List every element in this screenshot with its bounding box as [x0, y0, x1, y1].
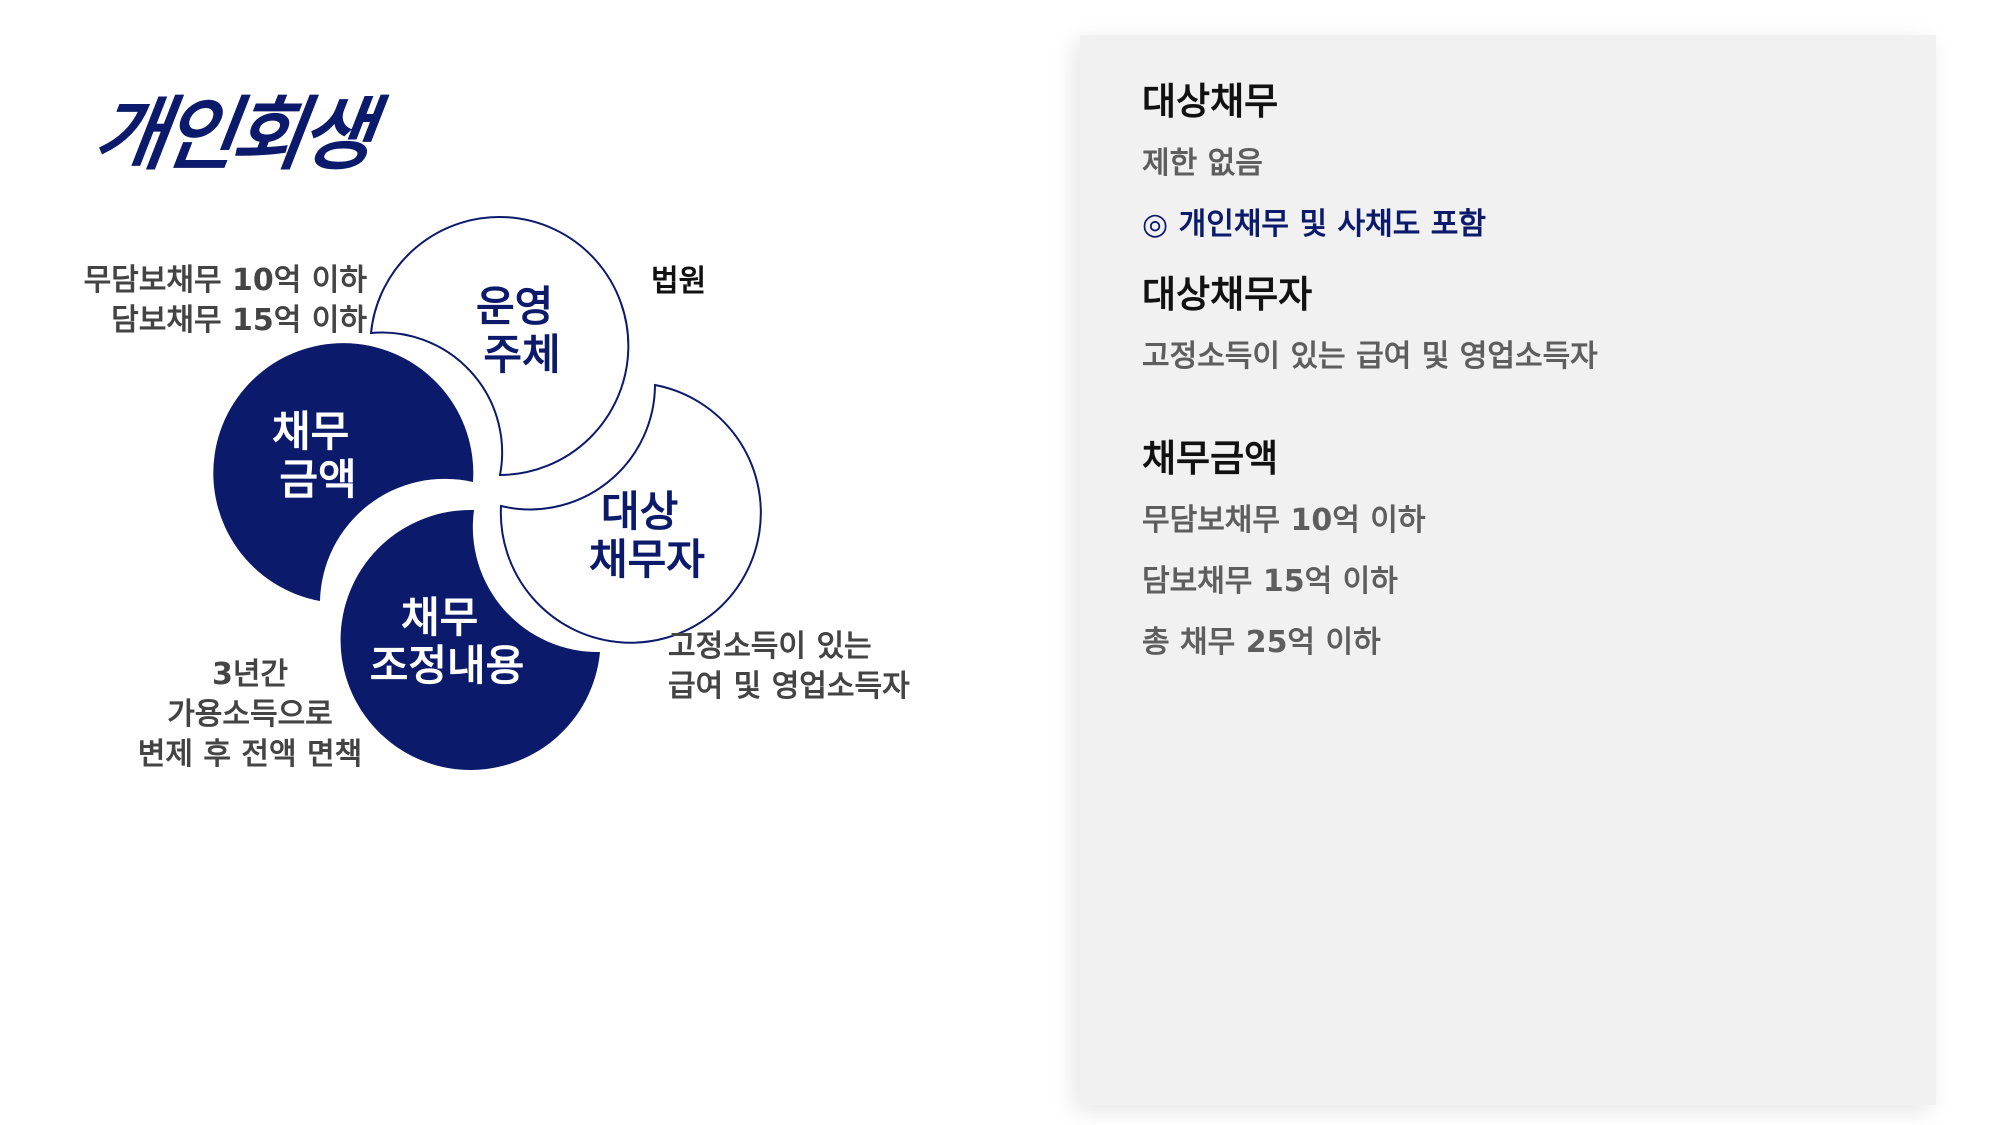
adjustment-note-line: 가용소득으로: [167, 697, 333, 732]
debtor-note-line: 급여 및 영업소득자: [668, 669, 910, 704]
operator-circle: [369, 216, 630, 477]
section-line: 고정소득이 있는 급여 및 영업소득자: [1142, 339, 1598, 374]
amount-note: 무담보채무 10억 이하 담보채무 15억 이하: [84, 261, 367, 341]
court-note: 법원: [651, 264, 707, 299]
debtor-note: 고정소득이 있는 급여 및 영업소득자: [668, 627, 910, 707]
section-line-highlight: ◎ 개인채무 및 사채도 포함: [1142, 207, 1486, 242]
debtor-circle: [499, 383, 762, 644]
debtor-note-line: 고정소득이 있는: [668, 629, 872, 664]
section-heading: 채무금액: [1142, 437, 1279, 480]
section-line: 제한 없음: [1142, 146, 1263, 181]
adjustment-note-line: 변제 후 전액 면책: [137, 737, 363, 772]
overview-diagram: 운영 주체 대상 채무자 채무 조정내용 채무 금액: [213, 216, 762, 770]
adjustment-circle: [340, 509, 600, 770]
amount-note-line: 담보채무 15억 이하: [111, 303, 367, 338]
adjustment-note-line: 3년간: [211, 657, 289, 692]
section-line: 무담보채무 10억 이하: [1142, 503, 1426, 538]
section-line: 담보채무 15억 이하: [1142, 564, 1398, 599]
section-heading: 대상채무: [1142, 80, 1279, 123]
amount-note-line: 무담보채무 10억 이하: [83, 263, 367, 298]
adjustment-label: 채무 조정내용: [370, 593, 525, 690]
operator-label: 운영 주체: [476, 282, 568, 379]
amount-circle: [213, 343, 474, 601]
debtor-label: 대상 채무자: [589, 487, 705, 584]
amount-label: 채무 금액: [272, 407, 364, 504]
details-panel: 대상채무 제한 없음 ◎ 개인채무 및 사채도 포함 대상채무자 고정소득이 있…: [1080, 35, 1936, 1105]
section-line: 총 채무 25억 이하: [1142, 625, 1381, 660]
adjustment-note: 3년간 가용소득으로 변제 후 전액 면책: [90, 655, 410, 775]
section-heading: 대상채무자: [1142, 273, 1313, 316]
